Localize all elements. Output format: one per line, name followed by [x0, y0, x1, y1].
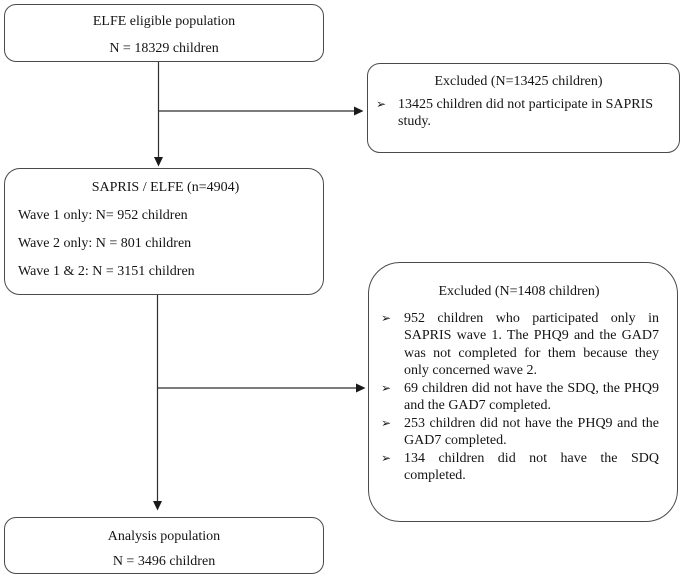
analysis-population-count: N = 3496 children [112, 554, 216, 569]
analysis-population-title: Analysis population [107, 529, 221, 544]
excluded-sapris-box: Excluded (N=13425 children) ➢ 13425 chil… [367, 63, 680, 153]
exclusion-item: ➢ 253 children did not have the PHQ9 and… [379, 415, 659, 450]
arrow-bullet-icon: ➢ [381, 415, 392, 430]
exclusion-item: ➢ 13425 children did not participate in … [374, 96, 663, 130]
eligible-population-title: ELFE eligible population [92, 14, 236, 29]
exclusion-item: ➢ 134 children did not have the SDQ comp… [379, 450, 659, 485]
excluded-analysis-list: ➢ 952 children who participated only in … [379, 310, 659, 485]
analysis-population-box: Analysis population N = 3496 children [4, 517, 324, 574]
wave1-only-count: Wave 1 only: N= 952 children [18, 208, 188, 223]
excluded-sapris-list: ➢ 13425 children did not participate in … [374, 96, 663, 130]
eligible-population-count: N = 18329 children [109, 41, 219, 56]
excluded-analysis-title: Excluded (N=1408 children) [438, 284, 600, 299]
wave2-only-count: Wave 2 only: N = 801 children [18, 236, 192, 251]
excluded-sapris-title: Excluded (N=13425 children) [434, 74, 603, 89]
sapris-elfe-title: SAPRIS / ELFE (n=4904) [91, 180, 240, 195]
arrow-bullet-icon: ➢ [381, 380, 392, 395]
sapris-elfe-box: SAPRIS / ELFE (n=4904) Wave 1 only: N= 9… [4, 168, 324, 295]
arrow-sapris-to-analysis [153, 295, 162, 511]
exclusion-item-text: 253 children did not have the PHQ9 and t… [404, 415, 659, 449]
arrow-eligible-to-sapris [154, 62, 163, 167]
arrow-bullet-icon: ➢ [381, 310, 392, 325]
wave1-and-2-count: Wave 1 & 2: N = 3151 children [18, 264, 195, 279]
exclusion-item: ➢ 952 children who participated only in … [379, 310, 659, 380]
excluded-analysis-box: Excluded (N=1408 children) ➢ 952 childre… [368, 262, 678, 522]
arrow-branch-to-excluded-analysis [157, 383, 366, 393]
eligible-population-box: ELFE eligible population N = 18329 child… [4, 4, 324, 62]
exclusion-item-text: 134 children did not have the SDQ comple… [404, 450, 659, 484]
exclusion-item-text: 952 children who participated only in SA… [404, 310, 659, 379]
arrow-bullet-icon: ➢ [376, 97, 387, 111]
exclusion-item: ➢ 69 children did not have the SDQ, the … [379, 380, 659, 415]
exclusion-item-text: 13425 children did not participate in SA… [398, 97, 654, 129]
exclusion-item-text: 69 children did not have the SDQ, the PH… [404, 380, 659, 414]
arrow-bullet-icon: ➢ [381, 450, 392, 465]
arrow-branch-to-excluded-sapris [158, 106, 364, 116]
